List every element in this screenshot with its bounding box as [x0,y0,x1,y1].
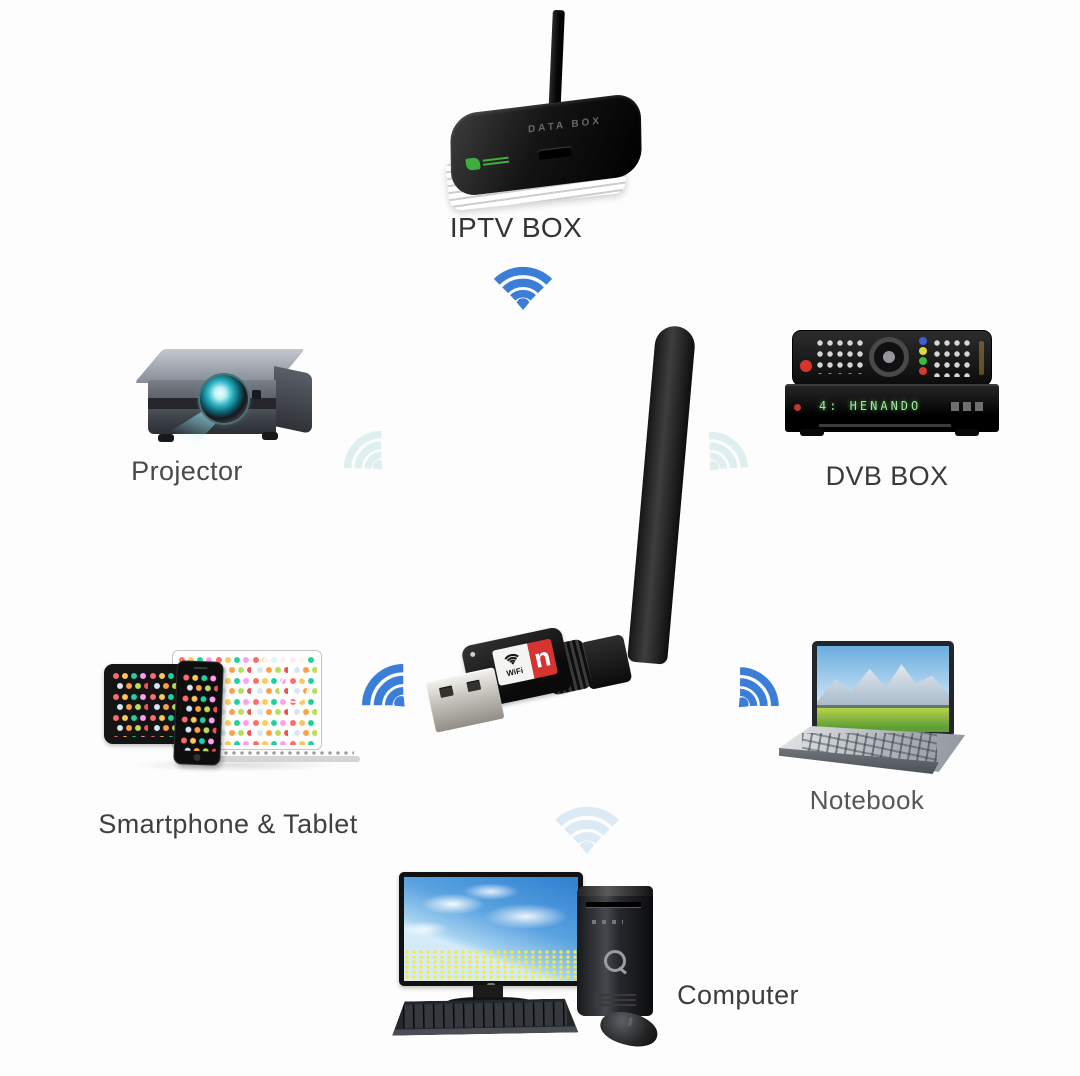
projector-lens [200,375,248,423]
keyboard-keys [403,1001,567,1028]
monitor-wallpaper [404,877,578,981]
wifi-signal-icon-faint-dvb [688,408,770,490]
usb-adapter-antenna [627,324,697,665]
wifi-signal-icon-iptv [487,246,559,310]
white-laptop-keyboard [190,749,354,757]
notebook-wallpaper [817,646,949,732]
computer-tower [577,886,653,1016]
remote-power-button [800,360,812,372]
wifi-logo-icon [499,647,524,667]
smartphone [173,660,224,766]
notebook-label: Notebook [809,785,925,815]
smartphone-home-button [193,753,201,762]
usb-plug-contact [438,685,454,698]
dvb-remote-control [792,330,992,386]
usb-adapter-body: WiFi n [460,626,574,710]
computer-label: Computer [677,980,799,1010]
tower-vents [593,992,637,1006]
remote-blue-button [919,337,927,345]
white-laptop-searchbar [263,657,307,664]
tower-dvd-drive [586,902,641,908]
smartphone-speaker [193,666,208,670]
notebook-screen [812,641,954,737]
remote-yellow-button [919,347,927,355]
monitor-stand-neck [473,985,503,1000]
usb-plug [425,667,505,733]
tower-top [577,886,653,896]
white-laptop-base [184,756,360,762]
receiver-front-buttons [951,402,985,411]
usb-plug-contact [466,679,482,693]
wifi-signal-icon-faint-bottom [552,784,622,854]
wifi-signal-icon-right [718,644,803,729]
iptv-box-brand-logo [465,157,481,171]
receiver-display: 4: HENANDO [819,399,922,413]
projector-foot [158,434,174,442]
iptv-box-label: IPTV BOX [449,212,583,243]
dvb-box-label: DVB BOX [825,461,949,491]
tower-q-logo [604,950,626,972]
computer-monitor [399,872,583,987]
receiver-foot [955,429,979,436]
receiver-power-led [794,404,801,411]
remote-dpad [869,337,909,377]
remote-brand-mark [979,341,984,375]
wifi-signal-icon-faint-projector [321,408,403,490]
remote-number-buttons [816,339,865,374]
white-laptop-clock-widget [279,673,309,703]
smartphone-screen [178,672,219,752]
black-tablet-screen [111,671,183,737]
dvb-receiver: 4: HENANDO [785,384,999,432]
wallpaper-flower-field [404,949,578,981]
usb-adapter-wifi-label: WiFi [491,643,535,687]
projector-button [252,390,261,399]
receiver-front-text [819,424,951,427]
remote-green-button [919,357,927,365]
receiver-foot [800,429,824,436]
projector-foot [262,432,278,440]
remote-red-button [919,367,927,375]
projector-side-face [274,365,312,435]
computer-keyboard [392,998,579,1035]
tower-buttons [592,920,623,924]
wifi-signal-icon-left [337,639,428,730]
projector-label: Projector [131,456,243,486]
usb-adapter-led [469,651,476,658]
smartphone-tablet-label: Smartphone & Tablet [98,809,358,839]
remote-function-buttons [933,339,972,377]
